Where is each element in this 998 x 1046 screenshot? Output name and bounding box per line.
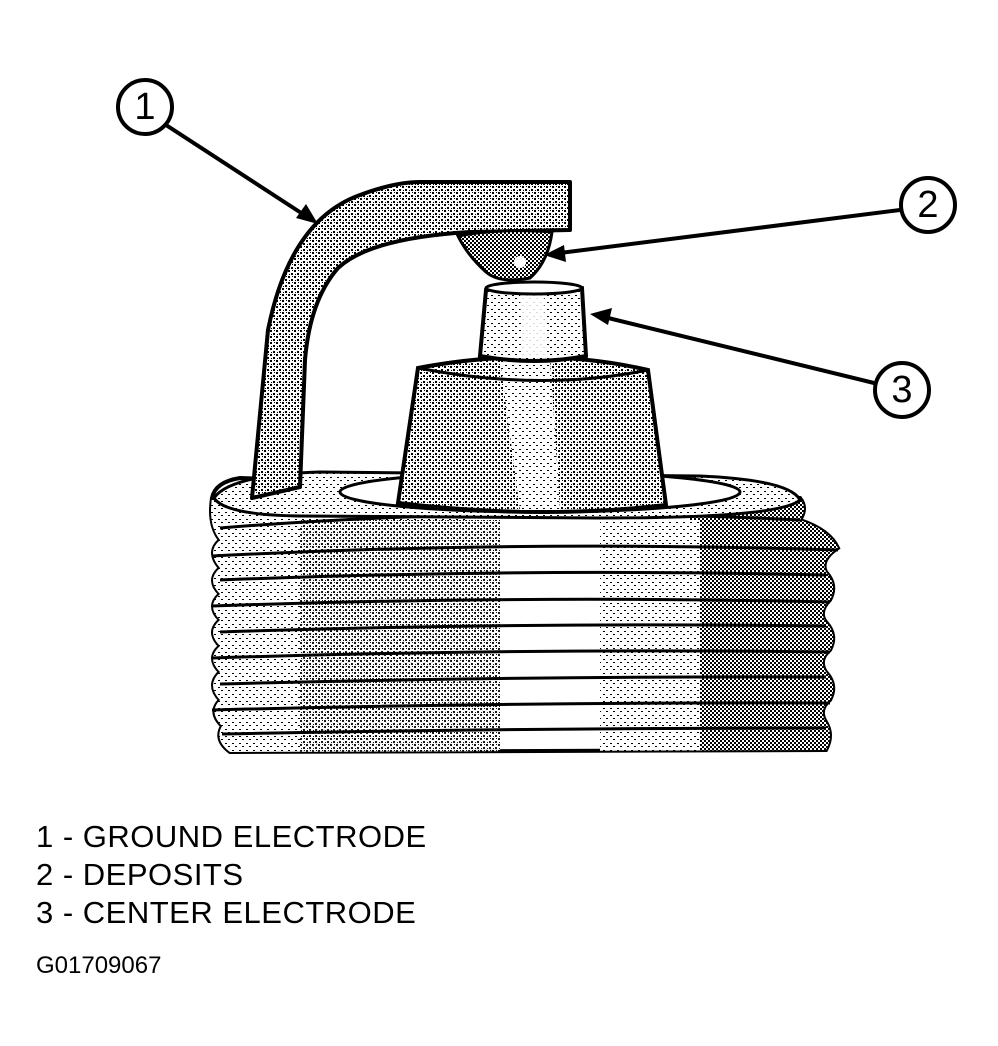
leader-line-3: [590, 308, 875, 385]
center-electrode: [477, 280, 589, 363]
legend-item-ground-electrode: 1 - GROUND ELECTRODE: [36, 819, 427, 854]
callout-2-number: 2: [917, 184, 938, 226]
legend-item-deposits: 2 - DEPOSITS: [36, 857, 244, 892]
callout-3: 3: [873, 361, 931, 419]
callout-2: 2: [899, 176, 957, 234]
legend: 1 - GROUND ELECTRODE 2 - DEPOSITS 3 - CE…: [36, 818, 427, 932]
callout-3-number: 3: [891, 369, 912, 411]
deposits: [455, 229, 554, 282]
callout-1-number: 1: [134, 86, 155, 128]
legend-item-center-electrode: 3 - CENTER ELECTRODE: [36, 895, 417, 930]
leader-line-1: [164, 123, 318, 224]
callout-1: 1: [116, 78, 174, 136]
insulator: [395, 355, 669, 515]
leader-line-2: [544, 208, 901, 262]
figure-id: G01709067: [36, 952, 162, 979]
threaded-shell: [209, 470, 841, 755]
